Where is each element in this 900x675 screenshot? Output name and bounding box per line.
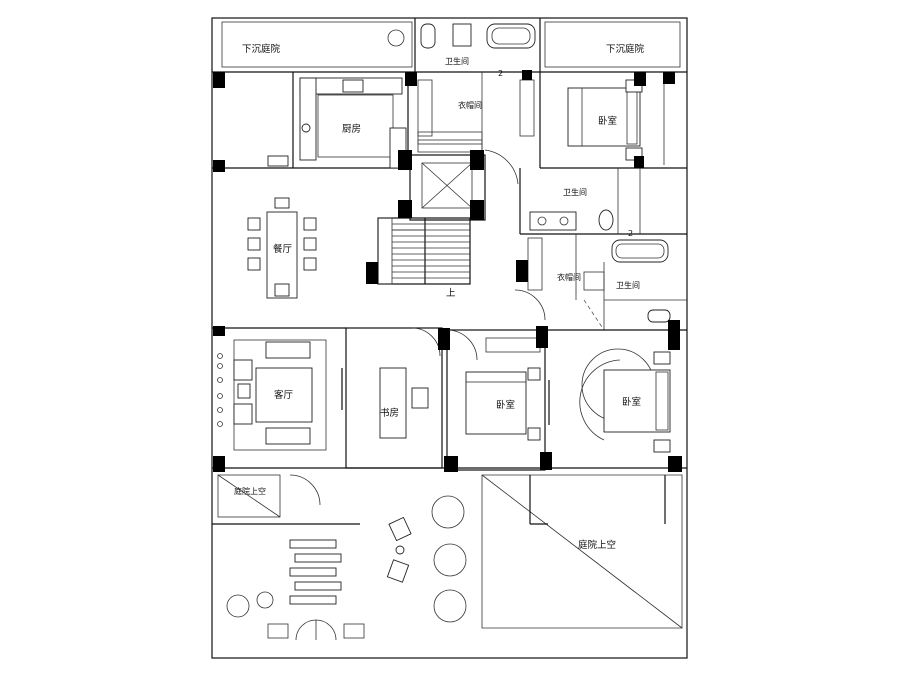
bath-right-area: [583, 239, 687, 331]
label-study: 书房: [380, 407, 399, 419]
label-sunken-courtyard-right: 下沉庭院: [606, 43, 645, 55]
terrace-left-area: [212, 474, 360, 525]
bedroom-right-area: [579, 348, 671, 453]
terrace-right-area: [481, 474, 683, 629]
top-strip: [212, 18, 687, 73]
bath-mid-area: [519, 168, 687, 235]
study-area: [341, 327, 443, 469]
dining-area: [247, 197, 317, 299]
label-bedroom-top: 卧室: [598, 115, 617, 127]
label-garden-terrace-right: 庭院上空: [578, 539, 616, 551]
label-bath-top: 卫生间: [445, 56, 469, 66]
elevator-core: [409, 139, 519, 221]
label-living: 客厅: [274, 389, 294, 401]
label-stairs: 上: [446, 288, 456, 299]
room-labels: 下沉庭院 下沉庭院 卫生间 衣帽间 厨房 卧室 卫生间 餐厅 上 衣帽间 卫生间…: [234, 43, 645, 551]
label-dining: 餐厅: [273, 243, 293, 255]
door-mark-mid: 2: [628, 229, 633, 238]
label-closet-mid: 衣帽间: [557, 272, 581, 282]
label-sunken-courtyard-left: 下沉庭院: [242, 43, 281, 55]
stairs: [377, 217, 471, 285]
door-mark-top: 2: [498, 69, 503, 78]
label-bath-right: 卫生间: [616, 280, 640, 290]
closet-top-area: [417, 72, 535, 150]
garden-area: [226, 29, 467, 641]
label-bath-mid: 卫生间: [563, 187, 587, 197]
kitchen-area: [212, 72, 409, 169]
label-bedroom-mid: 卧室: [496, 399, 515, 411]
bedroom-mid-area: [446, 329, 550, 471]
label-kitchen: 厨房: [342, 123, 361, 135]
label-garden-terrace-left: 庭院上空: [234, 486, 266, 496]
label-closet-top: 衣帽间: [458, 100, 482, 110]
site-boundary: [211, 17, 688, 659]
living-area: [217, 339, 327, 451]
columns: [213, 70, 682, 472]
label-bedroom-right: 卧室: [622, 396, 641, 408]
